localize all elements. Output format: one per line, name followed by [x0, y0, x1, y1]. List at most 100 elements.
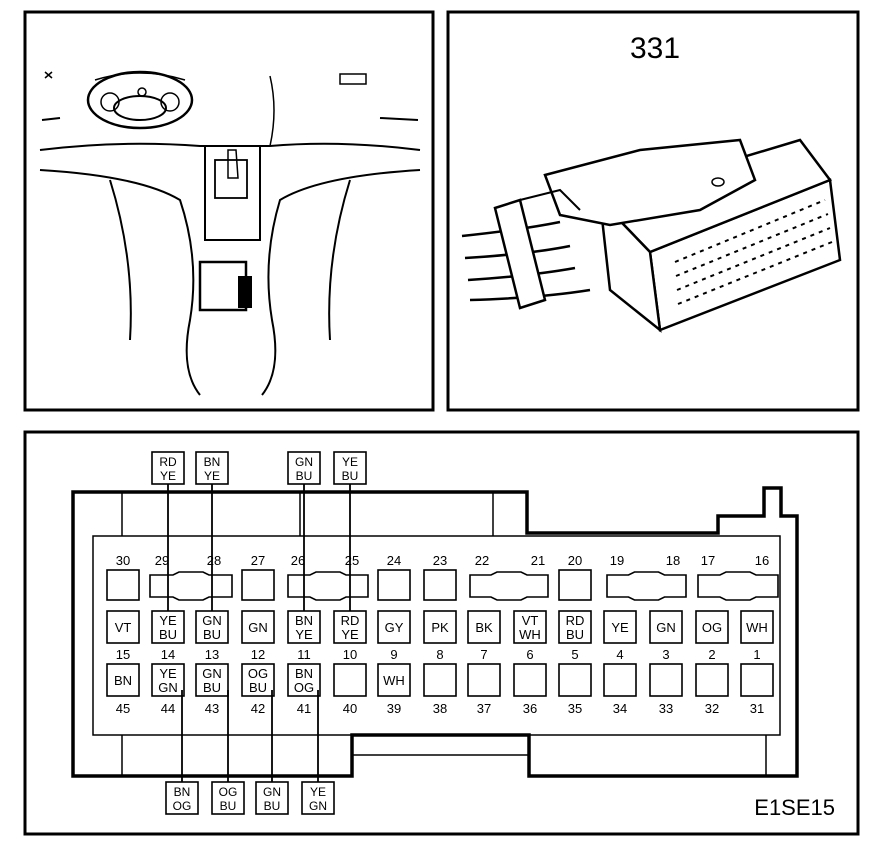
pin-number: 25: [345, 553, 359, 568]
wire-tag-text: GN: [309, 799, 327, 813]
wire-tag-text: BN: [204, 455, 221, 469]
pin-number: 9: [390, 647, 397, 662]
wire-color: OG: [248, 666, 268, 681]
pin-number: 14: [161, 647, 175, 662]
pin-cavity-bot: [558, 663, 592, 697]
pin-number: 23: [433, 553, 447, 568]
pin-number: 43: [205, 701, 219, 716]
pin-number: 15: [116, 647, 130, 662]
pin-number: 19: [610, 553, 624, 568]
pin-number: 39: [387, 701, 401, 716]
pin-number: 27: [251, 553, 265, 568]
pin-number: 44: [161, 701, 175, 716]
wire-color: BN: [295, 666, 313, 681]
pin-number: 42: [251, 701, 265, 716]
pin-number: 22: [475, 553, 489, 568]
pin-number: 30: [116, 553, 130, 568]
wire-color: BU: [203, 627, 221, 642]
pin-cavity: [106, 569, 140, 601]
pin-cavity-mid: GN: [649, 610, 683, 644]
pin-cavity-bot: [513, 663, 547, 697]
pin-number: 41: [297, 701, 311, 716]
pin-cavity-mid: PK: [423, 610, 457, 644]
wire-tag-text: BU: [342, 469, 359, 483]
wire-color: YE: [159, 613, 177, 628]
pin-number: 8: [436, 647, 443, 662]
pin-cavity-bot: [649, 663, 683, 697]
pin-cavity-mid: VT: [106, 610, 140, 644]
wire-color: GN: [158, 680, 178, 695]
wire-color: OG: [294, 680, 314, 695]
pin-cavity-bot: [467, 663, 501, 697]
wire-color: WH: [383, 673, 405, 688]
wire-color: BN: [114, 673, 132, 688]
wire-tag-text: YE: [204, 469, 220, 483]
wire-color: GY: [385, 620, 404, 635]
pin-number: 24: [387, 553, 401, 568]
pin-number: 3: [662, 647, 669, 662]
pin-cavity-mid: YE: [603, 610, 637, 644]
wire-tag-text: OG: [219, 785, 238, 799]
diagram-identifier: E1SE15: [754, 795, 835, 820]
pin-number: 28: [207, 553, 221, 568]
keyed-cavity: [606, 571, 687, 601]
wire-tag-text: YE: [342, 455, 358, 469]
keyed-cavity: [469, 571, 549, 601]
pin-cavity-mid: GY: [377, 610, 411, 644]
wire-tag-text: YE: [160, 469, 176, 483]
interior-illustration-panel: [23, 10, 435, 412]
keyed-cavity: [697, 571, 779, 601]
pin-number: 31: [750, 701, 764, 716]
pin-cavity-bot: [695, 663, 729, 697]
pin-number: 38: [433, 701, 447, 716]
wire-tag-text: OG: [173, 799, 192, 813]
wire-color: BN: [295, 613, 313, 628]
pin-number: 7: [480, 647, 487, 662]
pin-cavity: [558, 569, 592, 601]
wire-color: PK: [431, 620, 449, 635]
wire-color: BU: [249, 680, 267, 695]
wire-color: WH: [519, 627, 541, 642]
wire-color: YE: [341, 627, 359, 642]
wire-tag-text: RD: [159, 455, 177, 469]
wire-color: OG: [702, 620, 722, 635]
wire-tag-text: BU: [220, 799, 237, 813]
wire-color: BK: [475, 620, 493, 635]
pin-cavity-mid: GN: [241, 610, 275, 644]
pin-number: 2: [708, 647, 715, 662]
pin-cavity-mid: WH: [740, 610, 774, 644]
wire-tag-text: GN: [263, 785, 281, 799]
pin-number: 36: [523, 701, 537, 716]
pin-number: 11: [297, 647, 311, 662]
pin-number: 10: [343, 647, 357, 662]
wire-color: BU: [159, 627, 177, 642]
pin-number: 20: [568, 553, 582, 568]
pin-cavity-bot: [740, 663, 774, 697]
pin-number: 18: [666, 553, 680, 568]
wire-color: GN: [202, 613, 222, 628]
wire-tag-text: GN: [295, 455, 313, 469]
pin-number: 5: [571, 647, 578, 662]
pin-cavity-bot: [333, 663, 367, 697]
pin-number: 32: [705, 701, 719, 716]
wire-color: GN: [202, 666, 222, 681]
wire-tag-text: BU: [296, 469, 313, 483]
wire-tag-text: BN: [174, 785, 191, 799]
wire-tag-text: YE: [310, 785, 326, 799]
pin-number: 34: [613, 701, 627, 716]
pin-number: 33: [659, 701, 673, 716]
pin-cavity-bot: BN: [106, 663, 140, 697]
